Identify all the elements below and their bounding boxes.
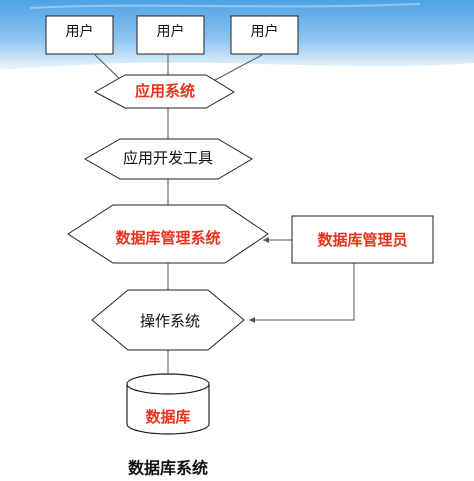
user-box-1: 用户	[45, 15, 114, 55]
dba-node: 数据库管理员	[291, 215, 434, 264]
user-box-1-label: 用户	[66, 23, 94, 40]
database-label: 数据库	[145, 408, 190, 426]
user-box-2: 用户	[136, 15, 205, 55]
os-node: 操作系统	[91, 289, 245, 351]
user-box-3: 用户	[230, 15, 299, 55]
diagram-caption: 数据库系统	[128, 459, 208, 478]
dev-tools-label: 应用开发工具	[123, 149, 213, 167]
user-box-3-label: 用户	[251, 23, 279, 40]
database-cylinder: 数据库	[126, 373, 210, 435]
os-label: 操作系统	[140, 312, 200, 330]
dev-tools-node: 应用开发工具	[83, 138, 253, 180]
dbms-label: 数据库管理系统	[115, 229, 220, 247]
application-system-label: 应用系统	[135, 82, 195, 100]
dba-label: 数据库管理员	[317, 231, 407, 249]
dbms-node: 数据库管理系统	[67, 204, 269, 264]
application-system-node: 应用系统	[93, 74, 235, 109]
user-box-2-label: 用户	[157, 23, 185, 40]
